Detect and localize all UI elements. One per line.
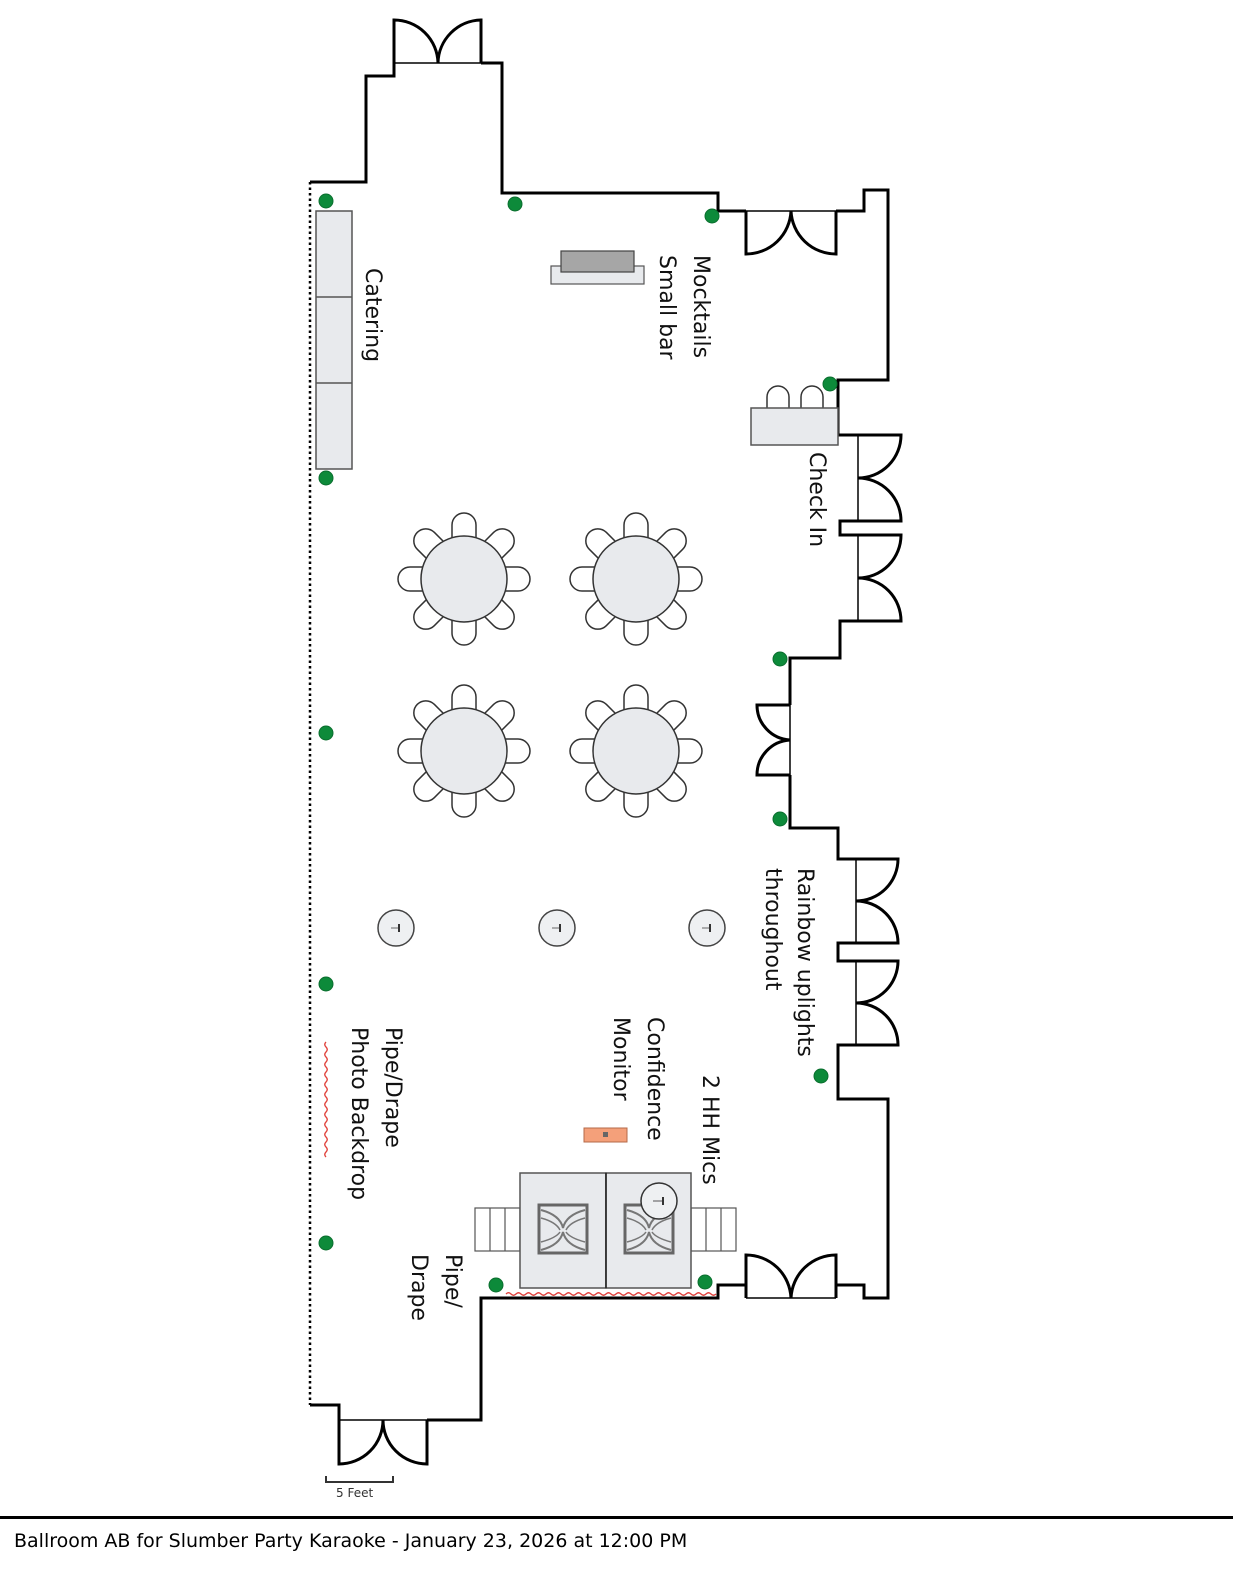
uplight-icon — [822, 376, 838, 392]
door-right-mid[interactable] — [755, 703, 791, 777]
chair — [623, 684, 649, 712]
stage[interactable] — [474, 1172, 737, 1289]
chair — [413, 597, 446, 630]
chair — [482, 700, 515, 733]
catering-tables[interactable] — [315, 210, 353, 470]
cocktail-tables — [377, 909, 726, 947]
chair — [585, 769, 618, 802]
chair — [654, 700, 687, 733]
door-right-bottom[interactable] — [744, 1253, 838, 1299]
uplight-icon — [318, 1235, 334, 1251]
photo-backdrop-drape — [324, 1041, 328, 1158]
chair — [585, 528, 618, 561]
label-mics: 2 HH Mics — [697, 1075, 722, 1185]
uplight-icon — [318, 976, 334, 992]
label-rainbow-uplights: Rainbow uplights — [792, 868, 817, 1057]
speaker-left — [537, 1203, 589, 1255]
chair — [413, 700, 446, 733]
chair — [451, 790, 477, 818]
chair — [503, 738, 531, 764]
door-right-top[interactable] — [744, 210, 838, 256]
label-photo-pipe: Pipe/Drape — [380, 1027, 405, 1148]
stage-drape — [505, 1292, 717, 1296]
label-stage-drape: Drape — [406, 1254, 431, 1321]
chair — [451, 684, 477, 712]
chair — [585, 700, 618, 733]
cocktail-table[interactable] — [688, 909, 726, 947]
chair — [623, 512, 649, 540]
chair — [654, 597, 687, 630]
door-right-4[interactable] — [855, 959, 900, 1047]
table-top — [592, 535, 680, 623]
label-catering: Catering — [360, 268, 385, 362]
table-top — [420, 707, 508, 795]
chair — [397, 566, 425, 592]
round-table[interactable] — [569, 684, 703, 818]
round-table[interactable] — [569, 512, 703, 646]
label-photo-backdrop: Photo Backdrop — [346, 1027, 371, 1200]
label-small-bar: Small bar — [654, 255, 679, 361]
chair — [569, 738, 597, 764]
check-in-table[interactable] — [750, 385, 839, 446]
chair — [675, 566, 703, 592]
chair — [654, 528, 687, 561]
stage-cocktail-table[interactable] — [640, 1182, 678, 1220]
uplight-icon — [507, 196, 523, 212]
chair — [675, 738, 703, 764]
chair — [569, 566, 597, 592]
room-walls — [308, 61, 890, 1422]
footer-divider — [0, 1516, 1233, 1519]
table-top — [592, 707, 680, 795]
chair — [413, 528, 446, 561]
chair — [451, 512, 477, 540]
cocktail-table[interactable] — [377, 909, 415, 947]
chair — [585, 597, 618, 630]
uplight-icon — [772, 651, 788, 667]
uplight-icon — [318, 193, 334, 209]
small-bar[interactable] — [550, 250, 645, 285]
scale-bar — [325, 1476, 394, 1483]
document-title: Ballroom AB for Slumber Party Karaoke - … — [14, 1530, 688, 1552]
label-mocktails: Mocktails — [688, 255, 713, 358]
chair — [623, 790, 649, 818]
confidence-monitor[interactable] — [583, 1127, 628, 1143]
chair — [451, 618, 477, 646]
chair — [623, 618, 649, 646]
round-table[interactable] — [397, 512, 531, 646]
uplight-icon — [813, 1068, 829, 1084]
chair — [654, 769, 687, 802]
scale-label: 5 Feet — [336, 1486, 374, 1500]
uplight-icon — [488, 1277, 504, 1293]
uplight-icon — [772, 811, 788, 827]
label-stage-pipe: Pipe/ — [440, 1254, 465, 1308]
round-tables — [397, 512, 703, 818]
door-bottom[interactable] — [337, 1419, 429, 1466]
chair — [413, 769, 446, 802]
chair — [482, 528, 515, 561]
uplight-icon — [318, 470, 334, 486]
chair — [482, 769, 515, 802]
uplight-icon — [318, 725, 334, 741]
uplight-icon — [704, 208, 720, 224]
chair — [503, 566, 531, 592]
label-check-in: Check In — [804, 452, 829, 547]
door-right-3[interactable] — [855, 857, 900, 945]
label-confidence: Confidence — [642, 1017, 667, 1141]
label-throughout: throughout — [760, 868, 785, 991]
cocktail-table[interactable] — [538, 909, 576, 947]
uplight-icon — [697, 1274, 713, 1290]
table-top — [420, 535, 508, 623]
uplights — [318, 193, 838, 1293]
label-monitor: Monitor — [608, 1017, 633, 1102]
door-top[interactable] — [392, 18, 483, 64]
chair — [397, 738, 425, 764]
round-table[interactable] — [397, 684, 531, 818]
chair — [482, 597, 515, 630]
door-right-1[interactable] — [857, 433, 903, 523]
door-right-2[interactable] — [857, 533, 903, 623]
